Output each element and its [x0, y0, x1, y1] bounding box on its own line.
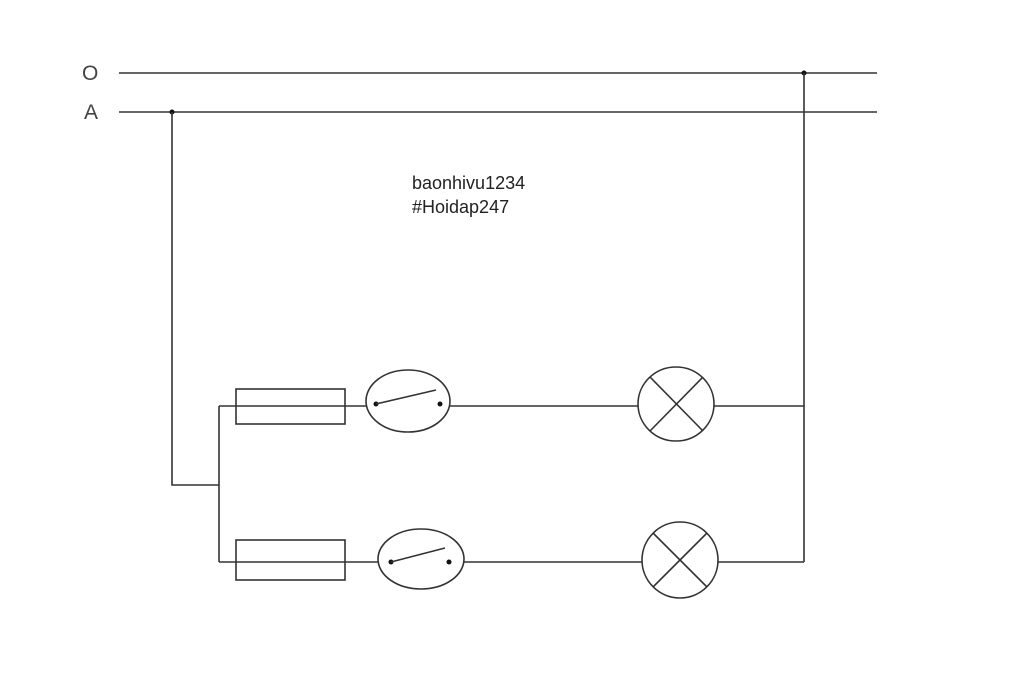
switch-blade: [375, 389, 437, 405]
neutral-line-label: O: [82, 62, 98, 85]
branch-1: [219, 366, 804, 442]
switch-contact: [437, 401, 443, 407]
branch-2: [219, 521, 804, 599]
phase-line-label: A: [84, 101, 98, 124]
switch-1: [365, 369, 451, 433]
annotation-line-1: baonhivu1234: [412, 173, 525, 193]
lamp-cross: [652, 532, 708, 588]
phase-feed-wire: [171, 112, 219, 486]
switch-contact: [446, 559, 452, 565]
lamp-2: [641, 521, 719, 599]
switch-blade: [390, 547, 446, 563]
fuse-1: [235, 388, 346, 425]
fuse-2: [235, 539, 346, 581]
annotation-line-2: #Hoidap247: [412, 197, 509, 217]
lamp-1: [637, 366, 715, 442]
switch-2: [377, 528, 465, 590]
lamp-cross: [649, 376, 704, 432]
